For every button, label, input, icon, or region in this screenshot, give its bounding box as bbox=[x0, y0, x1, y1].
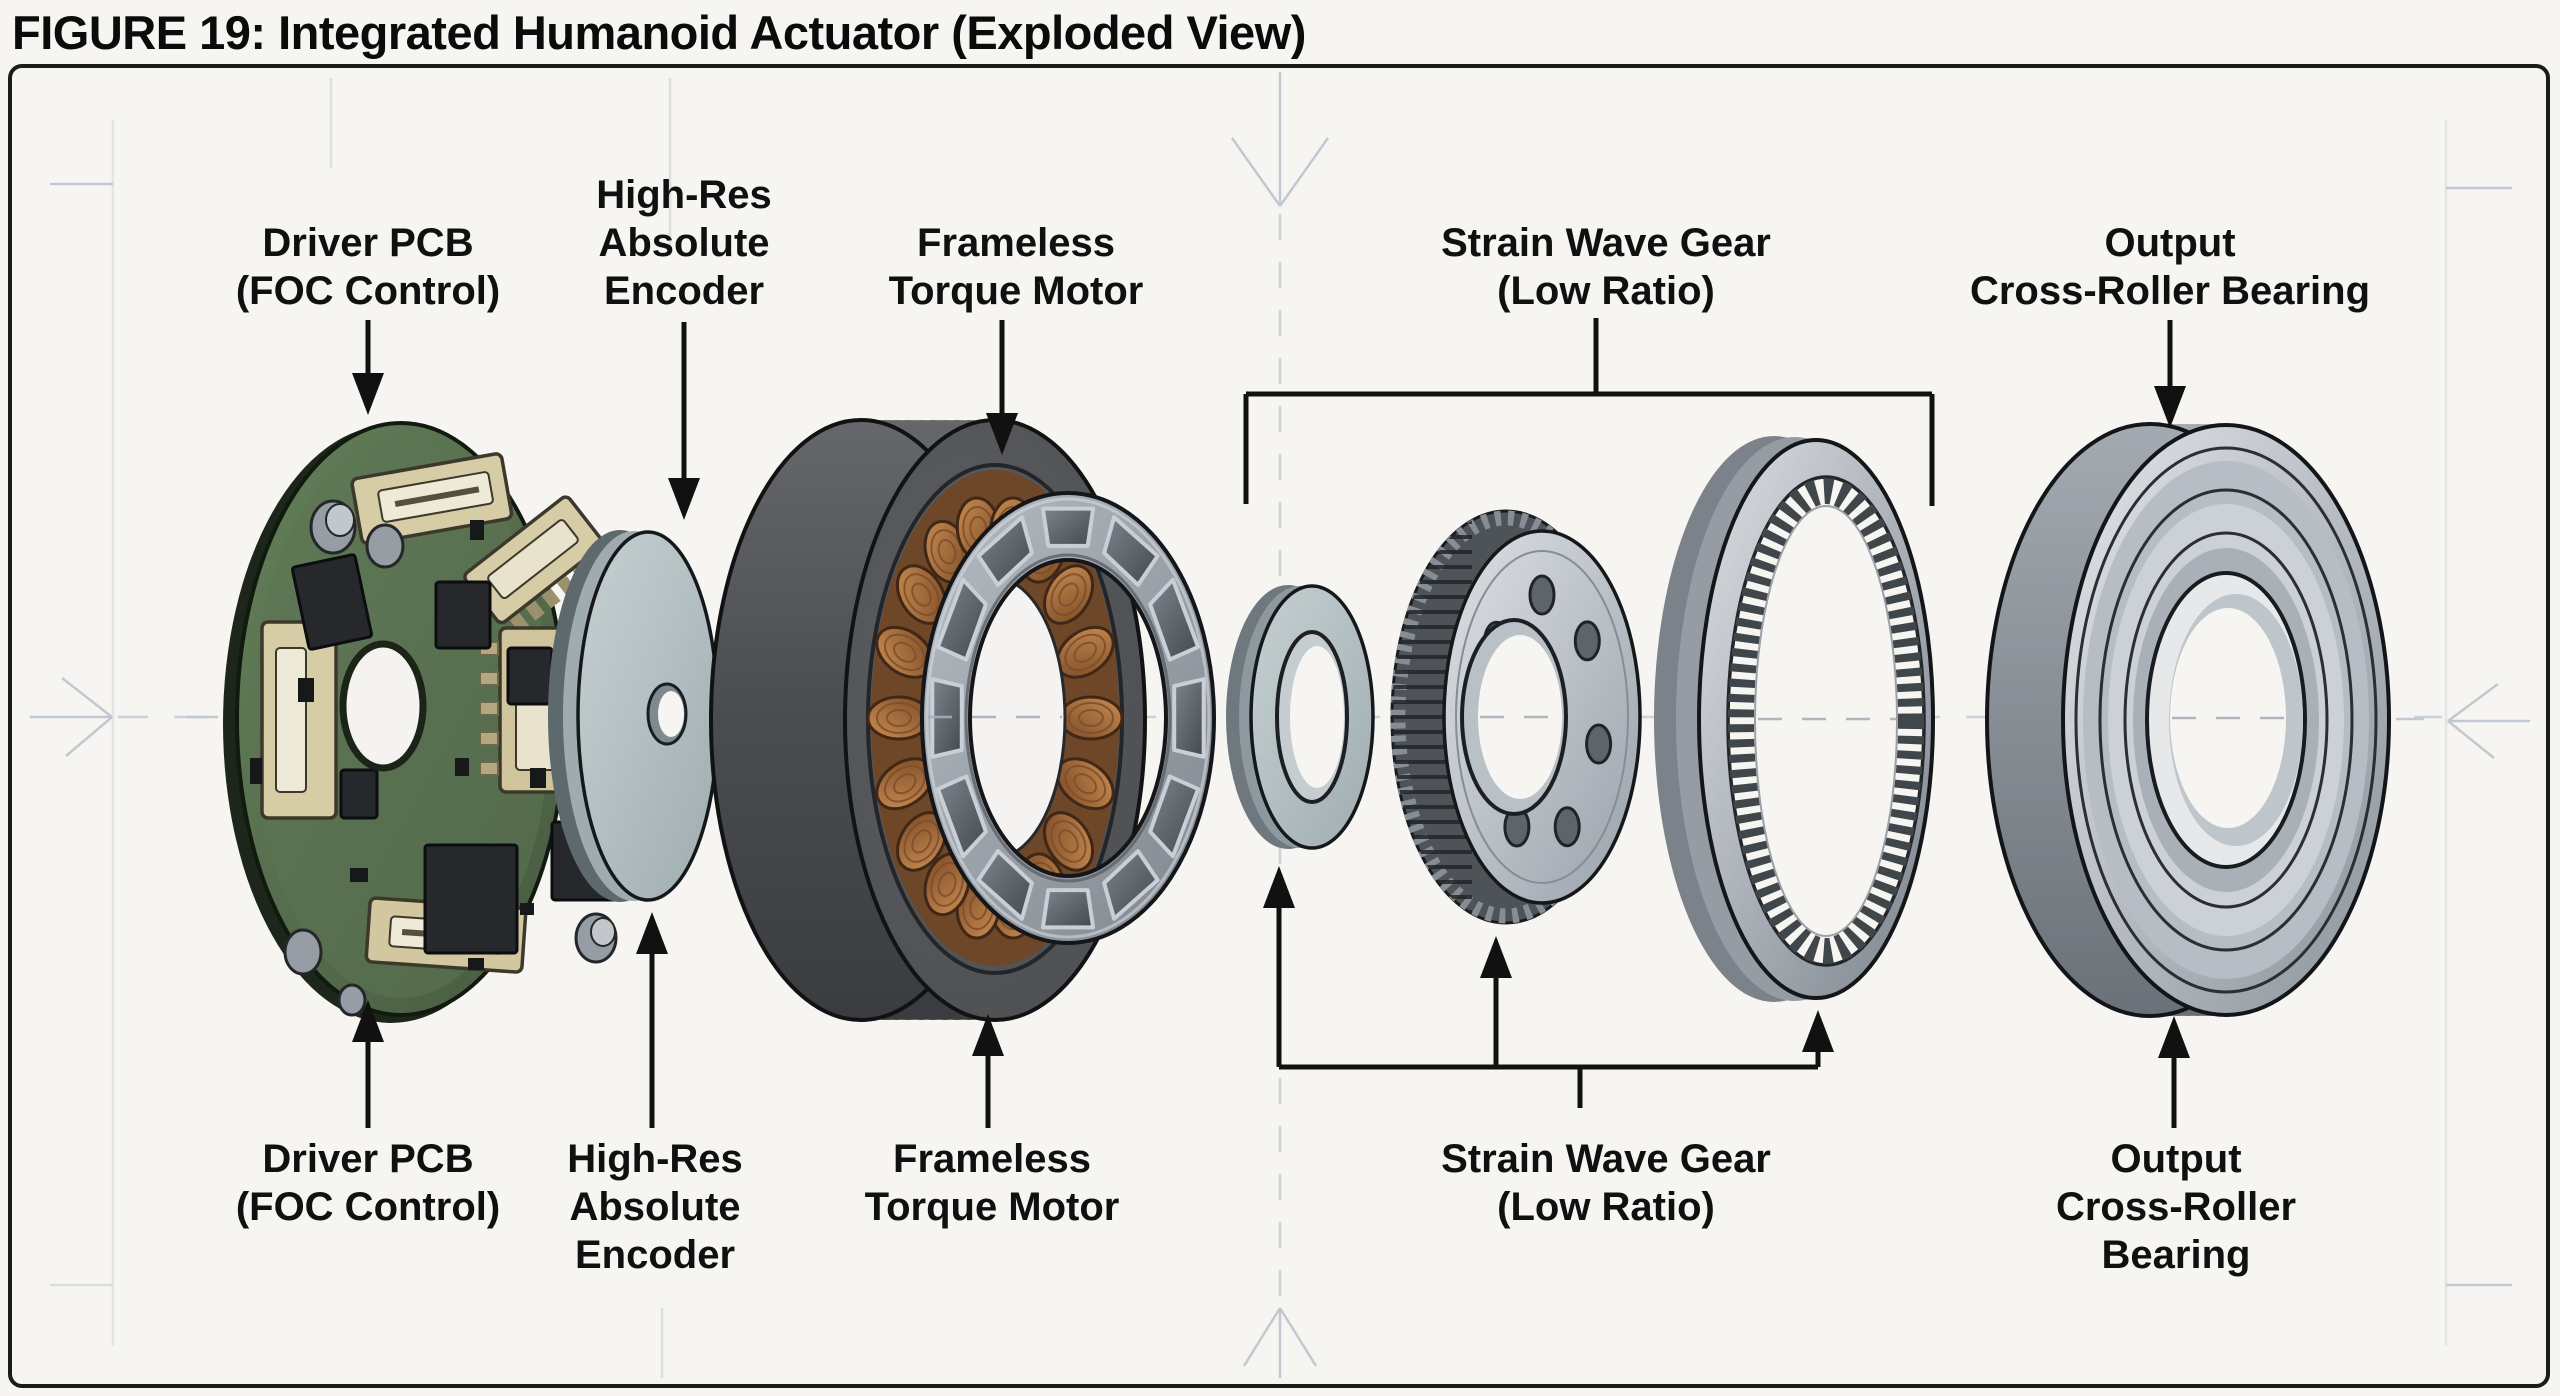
centerline-through-bores bbox=[928, 715, 2284, 721]
gear-bolt-hole bbox=[1573, 620, 1601, 662]
bottom-label-strain-wave-gear: Strain Wave Gear(Low Ratio) bbox=[1441, 1137, 1771, 1229]
rotor-magnet-window bbox=[976, 849, 1034, 921]
rotor-magnet-window bbox=[935, 577, 988, 662]
pcb-capacitors bbox=[283, 499, 618, 1017]
pcb-center-hole bbox=[339, 640, 427, 772]
component-absolute-encoder bbox=[548, 530, 720, 902]
rotor-magnet-window bbox=[1148, 774, 1201, 859]
bottom-label-driver-pcb: Driver PCB(FOC Control) bbox=[236, 1137, 500, 1229]
rotor-magnet-windows bbox=[930, 506, 1206, 930]
component-torque-motor-rotor bbox=[919, 491, 1217, 945]
arrowhead-up bbox=[352, 1000, 384, 1042]
top-label-strain-wave-gear: Strain Wave Gear(Low Ratio) bbox=[1441, 221, 1771, 313]
pcb-small-parts bbox=[250, 520, 546, 970]
arrowhead-up bbox=[972, 1014, 1004, 1056]
copper-coil bbox=[875, 757, 935, 811]
rotor-magnet-window bbox=[1040, 888, 1096, 930]
rotor-magnet-window bbox=[976, 515, 1034, 587]
copper-coil bbox=[1043, 564, 1095, 625]
copper-coil bbox=[1058, 695, 1124, 741]
copper-coil bbox=[1055, 625, 1115, 679]
rotor-magnet-window bbox=[1148, 577, 1201, 662]
top-label-driver-pcb: Driver PCB(FOC Control) bbox=[236, 221, 500, 313]
component-driver-pcb bbox=[223, 421, 622, 1023]
rotor-magnet-window bbox=[1172, 677, 1206, 759]
copper-coil bbox=[895, 564, 947, 625]
gear-bolt-hole bbox=[1528, 574, 1556, 616]
arrowhead-down bbox=[352, 373, 384, 415]
arrowhead-up bbox=[636, 912, 668, 954]
gear-bolt-hole bbox=[1585, 723, 1613, 765]
arrowhead-up bbox=[1480, 936, 1512, 978]
arrowhead-up bbox=[1802, 1010, 1834, 1052]
figure-border bbox=[8, 64, 2550, 1388]
arrowhead-up bbox=[2158, 1016, 2190, 1058]
figure-title: FIGURE 19: Integrated Humanoid Actuator … bbox=[12, 5, 1306, 59]
arrowhead-up bbox=[1263, 866, 1295, 908]
component-spacer-ring bbox=[1226, 584, 1375, 850]
component-wave-gear bbox=[1390, 509, 1642, 925]
arrowhead-down bbox=[986, 413, 1018, 455]
arrowhead-down bbox=[668, 478, 700, 520]
component-output-bearing bbox=[1985, 422, 2391, 1018]
arrowhead-down bbox=[2154, 386, 2186, 428]
copper-coil bbox=[1042, 811, 1094, 872]
gear-bolt-hole bbox=[1553, 806, 1581, 848]
rotor-magnet-window bbox=[1102, 515, 1160, 587]
rotor-magnet-window bbox=[1040, 506, 1096, 548]
rotor-magnet-window bbox=[1102, 849, 1160, 921]
rotor-magnet-window bbox=[935, 774, 988, 859]
